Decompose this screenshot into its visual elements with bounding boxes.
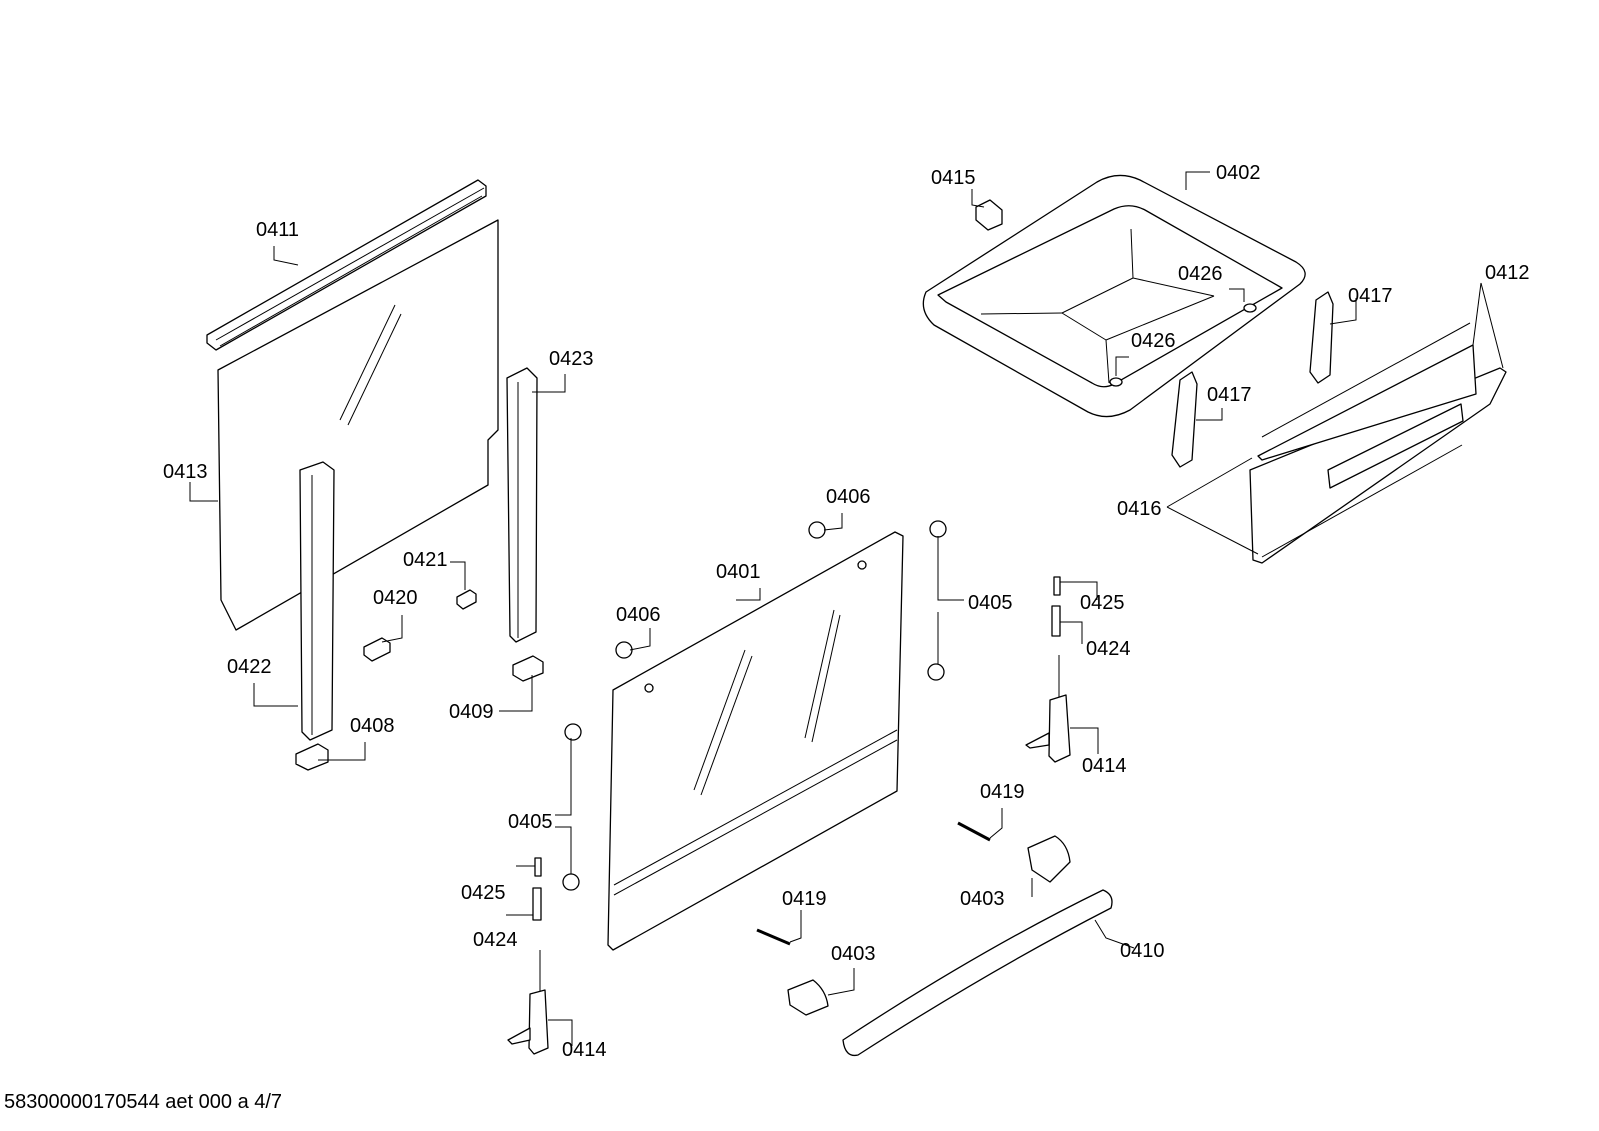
label-0416: 0416 xyxy=(1117,498,1162,520)
part-0421-clip xyxy=(456,589,477,610)
label-0412: 0412 xyxy=(1485,262,1530,284)
part-0411-top-trim xyxy=(206,179,487,351)
part-0415-clip xyxy=(975,199,1003,231)
part-0408-bracket xyxy=(295,743,329,771)
label-0405-b: 0405 xyxy=(508,811,553,833)
part-0402-drawer-tray xyxy=(922,174,1306,418)
part-0406-bumper-a xyxy=(615,641,633,659)
label-0420: 0420 xyxy=(373,587,418,609)
part-0424-pin-right xyxy=(1051,605,1061,637)
part-0405-bumper-a xyxy=(929,520,947,538)
part-0413-glass-panel xyxy=(217,219,499,631)
label-0423: 0423 xyxy=(549,348,594,370)
part-0417-runner-upper xyxy=(1309,291,1334,384)
part-0403-cap-right xyxy=(1027,835,1071,883)
label-0419-b: 0419 xyxy=(782,888,827,910)
part-0425-pin-left xyxy=(534,857,542,877)
label-0415: 0415 xyxy=(931,167,976,189)
part-0410-handle xyxy=(842,889,1113,1057)
part-0419-screw-right xyxy=(957,821,991,842)
label-0422: 0422 xyxy=(227,656,272,678)
label-0406-a: 0406 xyxy=(616,604,661,626)
part-0419-screw-left xyxy=(756,928,791,946)
leader-lines xyxy=(189,171,1504,1046)
label-0414-b: 0414 xyxy=(562,1039,607,1061)
label-0421: 0421 xyxy=(403,549,448,571)
label-0402: 0402 xyxy=(1216,162,1261,184)
part-0405-bumper-b xyxy=(927,663,945,681)
part-0425-pin-right xyxy=(1053,576,1061,596)
label-0425-a: 0425 xyxy=(1080,592,1125,614)
part-0414-hinge-left xyxy=(507,950,549,1055)
part-0417-runner-lower xyxy=(1171,371,1198,468)
label-0408: 0408 xyxy=(350,715,395,737)
part-0409-bracket xyxy=(512,655,544,682)
part-0405-bumper-c xyxy=(564,723,582,741)
label-0425-b: 0425 xyxy=(461,882,506,904)
part-0420-clip xyxy=(363,637,391,662)
part-0406-bumper-b xyxy=(808,521,826,539)
label-0413: 0413 xyxy=(163,461,208,483)
label-0424-a: 0424 xyxy=(1086,638,1131,660)
label-0403-a: 0403 xyxy=(960,888,1005,910)
label-0417-b: 0417 xyxy=(1207,384,1252,406)
label-0411: 0411 xyxy=(256,219,299,241)
label-0424-b: 0424 xyxy=(473,929,518,951)
label-0409: 0409 xyxy=(449,701,494,723)
label-0405-a: 0405 xyxy=(968,592,1013,614)
part-0422-left-rail xyxy=(299,461,335,741)
label-0426-a: 0426 xyxy=(1178,263,1223,285)
label-0406-b: 0406 xyxy=(826,486,871,508)
label-0414-a: 0414 xyxy=(1082,755,1127,777)
part-0403-cap-left xyxy=(787,979,829,1016)
part-0401-oven-door xyxy=(607,531,904,951)
label-0426-b: 0426 xyxy=(1131,330,1176,352)
label-0419-a: 0419 xyxy=(980,781,1025,803)
label-0403-b: 0403 xyxy=(831,943,876,965)
part-0424-pin-left xyxy=(532,887,542,921)
document-reference: 58300000170544 aet 000 a 4/7 xyxy=(4,1091,283,1113)
part-0414-hinge-right xyxy=(1025,655,1071,763)
part-0423-right-rail xyxy=(506,367,538,643)
label-0417-a: 0417 xyxy=(1348,285,1393,307)
label-0401: 0401 xyxy=(716,561,761,583)
part-0405-bumper-d xyxy=(562,873,580,891)
label-0410: 0410 xyxy=(1120,940,1165,962)
part-0416-drawer-front xyxy=(1249,322,1507,564)
